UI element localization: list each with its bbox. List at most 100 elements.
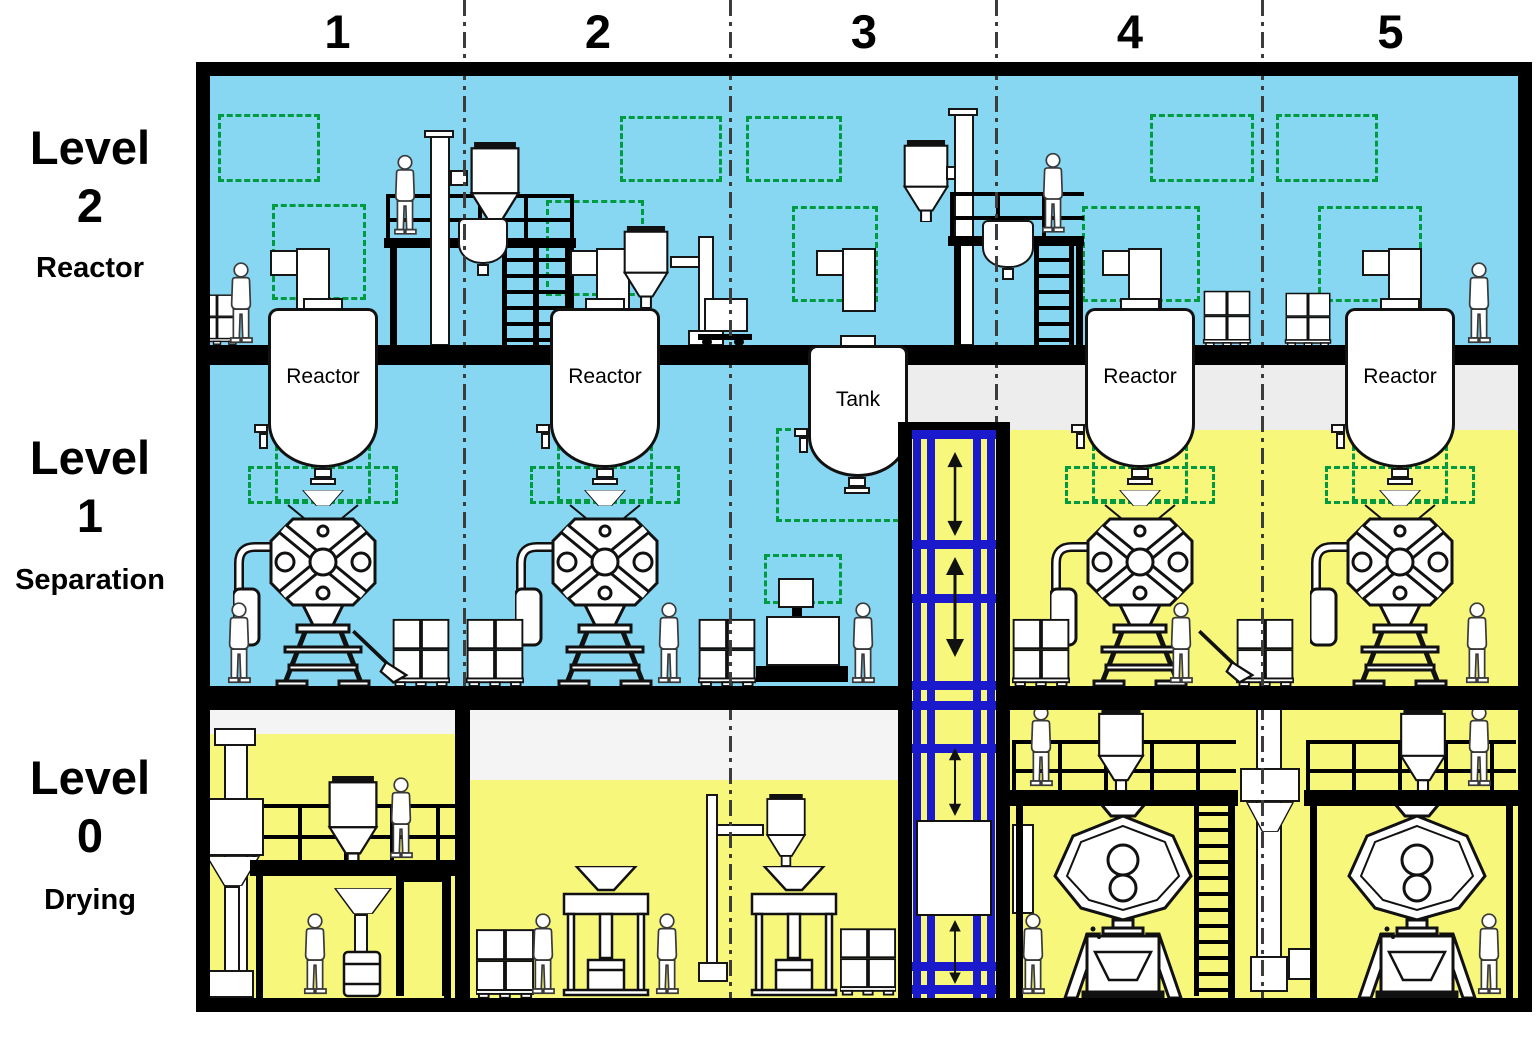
person-figure bbox=[222, 601, 256, 687]
bottom-valve bbox=[596, 468, 614, 478]
elevator-shaft-top bbox=[898, 422, 1010, 430]
elevator-guide-rail bbox=[987, 430, 995, 998]
column-header-2: 2 bbox=[584, 5, 612, 58]
side-nozzle-drop bbox=[541, 433, 550, 449]
person-figure bbox=[526, 912, 560, 998]
person-figure bbox=[1016, 912, 1050, 998]
feed-funnel bbox=[1379, 490, 1421, 506]
discharge-pipe bbox=[224, 886, 240, 974]
transfer-arm bbox=[670, 256, 700, 268]
elevator-beam bbox=[912, 985, 996, 994]
drum bbox=[342, 950, 382, 998]
elevator-beam bbox=[912, 744, 996, 753]
mezzanine-leg bbox=[1016, 806, 1023, 998]
mezzanine-leg bbox=[1506, 806, 1513, 998]
swivel-mast bbox=[706, 794, 718, 980]
green-zone-box bbox=[218, 114, 320, 182]
mezzanine-deck bbox=[1304, 790, 1518, 806]
side-nozzle bbox=[536, 424, 550, 433]
bottom-valve bbox=[1131, 468, 1149, 478]
column-grid-line bbox=[1261, 0, 1264, 1012]
green-zone-box bbox=[792, 206, 878, 302]
person-figure bbox=[1460, 601, 1494, 687]
green-zone-box bbox=[1150, 114, 1254, 182]
elevator-guide-rail bbox=[973, 430, 981, 998]
filter-unit bbox=[1240, 768, 1300, 802]
swivel-arm bbox=[716, 824, 764, 836]
bottom-valve bbox=[314, 468, 332, 478]
elevator-beam bbox=[912, 962, 996, 971]
drum-filling-station bbox=[556, 866, 656, 998]
elevator-guide-rail bbox=[927, 430, 935, 998]
bottom-valve bbox=[844, 487, 870, 494]
platform-leg bbox=[954, 246, 961, 345]
platform-leg bbox=[1076, 246, 1083, 345]
swivel-mast-base bbox=[698, 962, 728, 982]
person-figure bbox=[1024, 704, 1058, 790]
platform-leg bbox=[567, 248, 574, 345]
level-2-title: Level bbox=[29, 121, 151, 174]
column-header-3: 3 bbox=[850, 5, 878, 58]
person-figure bbox=[1472, 912, 1506, 998]
person-figure bbox=[650, 912, 684, 998]
elevator-arrow-icon bbox=[943, 748, 967, 816]
interior-wall bbox=[455, 710, 470, 998]
level-0-subtitle: Drying bbox=[44, 884, 136, 916]
side-nozzle-drop bbox=[1336, 433, 1345, 449]
pallet-stack bbox=[1200, 290, 1254, 346]
person-figure bbox=[1462, 704, 1496, 790]
pipe-column bbox=[430, 136, 450, 346]
ladder bbox=[1194, 800, 1234, 996]
side-nozzle-drop bbox=[1076, 433, 1085, 449]
vessel-label: Reactor bbox=[286, 365, 360, 388]
level-2-subtitle: Reactor bbox=[36, 252, 144, 284]
dished-vessel bbox=[458, 218, 508, 264]
person-figure bbox=[388, 154, 422, 238]
level-1-number: 1 bbox=[76, 489, 104, 542]
hopper bbox=[900, 140, 952, 222]
bottom-valve bbox=[310, 478, 336, 485]
elevator-shaft-wall bbox=[996, 430, 1010, 998]
level-0-col23-gray-band bbox=[470, 710, 898, 780]
column-grid-line bbox=[729, 0, 732, 1012]
agitator-motor bbox=[842, 248, 876, 312]
side-nozzle-drop bbox=[799, 437, 808, 453]
pallet-stack bbox=[840, 924, 896, 998]
green-zone-box bbox=[620, 116, 722, 182]
person-figure bbox=[846, 601, 880, 687]
reactor-vessel-2: Reactor bbox=[550, 308, 660, 468]
hopper bbox=[1380, 708, 1466, 792]
level-1-title: Level bbox=[29, 431, 151, 484]
hopper bbox=[620, 226, 672, 308]
person-figure bbox=[298, 912, 332, 998]
dished-vessel bbox=[982, 220, 1034, 268]
vessel-label: Tank bbox=[835, 388, 881, 411]
hopper bbox=[760, 794, 812, 866]
mezzanine-leg bbox=[444, 876, 451, 998]
filter-cone bbox=[1246, 802, 1294, 832]
equipment-base bbox=[198, 970, 254, 998]
ladder bbox=[1034, 246, 1074, 345]
reactor-vessel-4: Reactor bbox=[1085, 308, 1195, 468]
bottom-valve bbox=[1127, 478, 1153, 485]
elevator-car bbox=[916, 820, 992, 916]
vessel-valve bbox=[1002, 268, 1014, 280]
feed-funnel bbox=[584, 490, 626, 506]
side-nozzle bbox=[794, 428, 808, 437]
pallet-truck-wheel bbox=[702, 338, 712, 346]
vessel-label: Reactor bbox=[1103, 365, 1177, 388]
monitor-cart bbox=[766, 616, 840, 666]
person-figure bbox=[1164, 601, 1198, 687]
separator-machine bbox=[1310, 497, 1460, 687]
bucket-elevator-column bbox=[1256, 700, 1282, 992]
vessel-valve bbox=[477, 264, 489, 276]
side-nozzle bbox=[1331, 424, 1345, 433]
side-nozzle-drop bbox=[259, 433, 268, 449]
column-header-4: 4 bbox=[1116, 5, 1144, 58]
person-figure bbox=[224, 261, 258, 347]
elevator-beam bbox=[912, 701, 996, 710]
mezzanine-leg bbox=[1310, 806, 1317, 998]
person-figure bbox=[1462, 261, 1496, 347]
platform-leg bbox=[390, 248, 397, 345]
side-nozzle bbox=[1071, 424, 1085, 433]
